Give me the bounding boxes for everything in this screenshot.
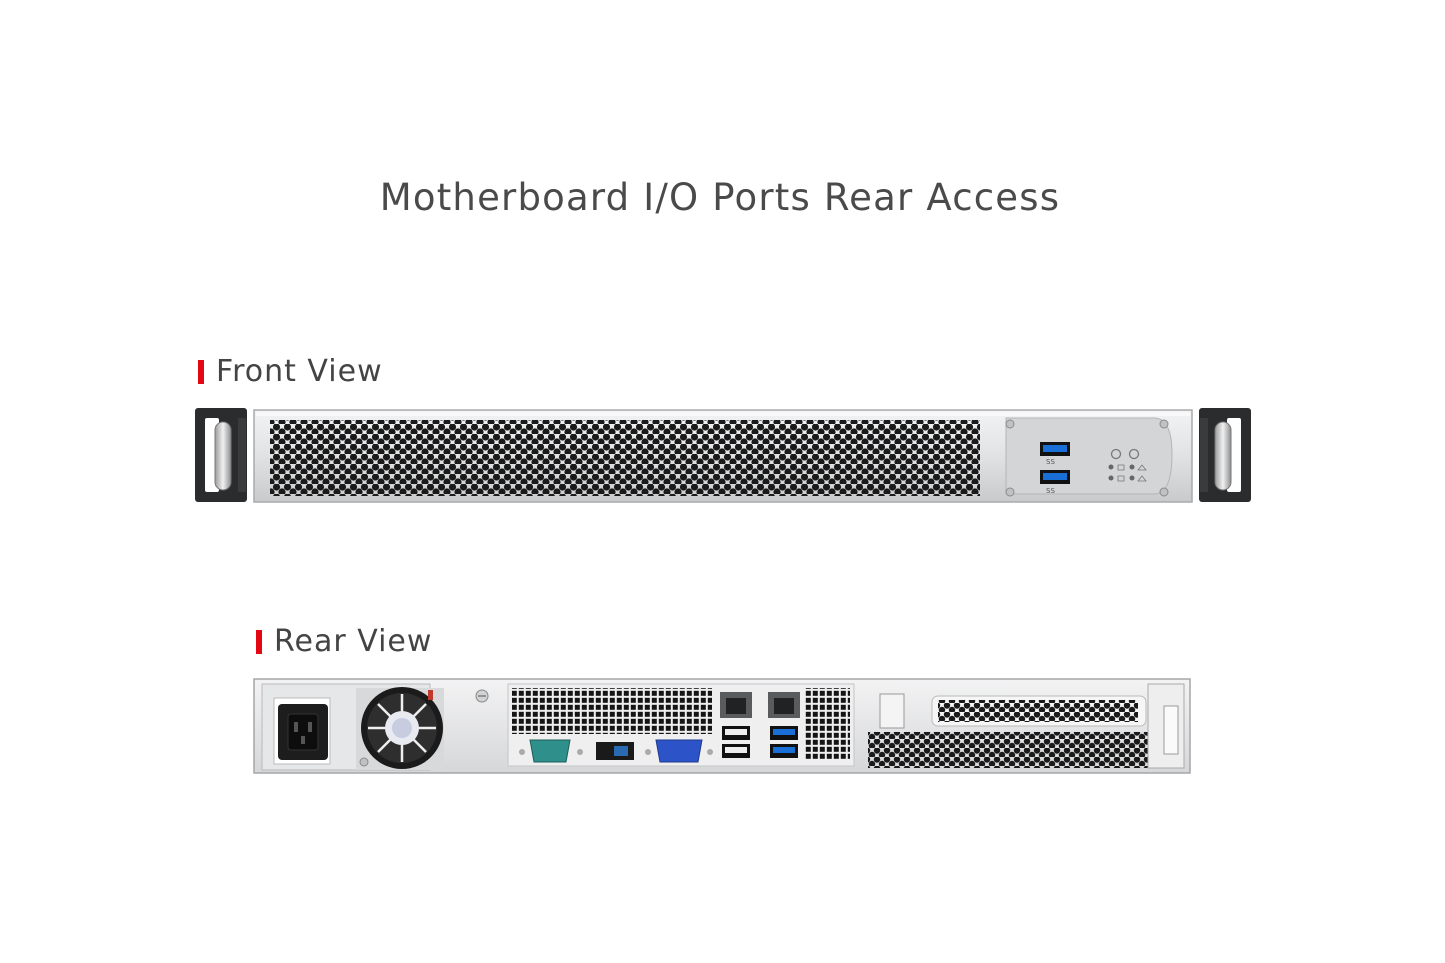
power-led-icon (1108, 464, 1114, 470)
fan-icon (356, 687, 444, 770)
psu-module (261, 683, 444, 771)
usb2-port-1-icon (722, 726, 750, 740)
usb3-port-2-icon (770, 744, 798, 758)
front-view-heading: Front View (198, 354, 383, 389)
usb-label-1: SS (1046, 458, 1055, 466)
section-marker (198, 359, 204, 384)
rear-chassis-image (253, 678, 1191, 774)
section-marker (256, 629, 262, 654)
serial-port-icon (519, 739, 583, 763)
lan-port-2-icon (768, 692, 800, 718)
left-rack-ear (195, 408, 247, 502)
rear-view-label: Rear View (274, 624, 433, 659)
motherboard-io-area (507, 683, 855, 767)
front-view-label: Front View (216, 354, 383, 389)
lan2-led-icon (1129, 475, 1135, 481)
expansion-slot-area (868, 683, 1185, 769)
displayport-icon (596, 742, 634, 760)
power-button-icon (1110, 448, 1122, 460)
reset-button-icon (1128, 448, 1140, 460)
front-chassis-image: SS SS (195, 408, 1251, 503)
page-title: Motherboard I/O Ports Rear Access (379, 176, 1061, 219)
usb-label-2: SS (1046, 487, 1055, 495)
power-inlet-icon (278, 704, 328, 760)
usb3-port-1-icon (770, 726, 798, 740)
front-vent (270, 420, 980, 496)
usb-port-2 (1040, 470, 1070, 484)
front-io-panel: SS SS (1005, 417, 1173, 497)
hdd-led-icon (1108, 475, 1114, 481)
usb-port-1 (1040, 442, 1070, 456)
lan1-led-icon (1129, 464, 1135, 470)
rear-view-heading: Rear View (256, 624, 432, 659)
right-rack-ear (1199, 408, 1251, 502)
vga-port-icon (645, 739, 713, 763)
lan-port-1-icon (720, 692, 752, 718)
usb2-port-2-icon (722, 744, 750, 758)
